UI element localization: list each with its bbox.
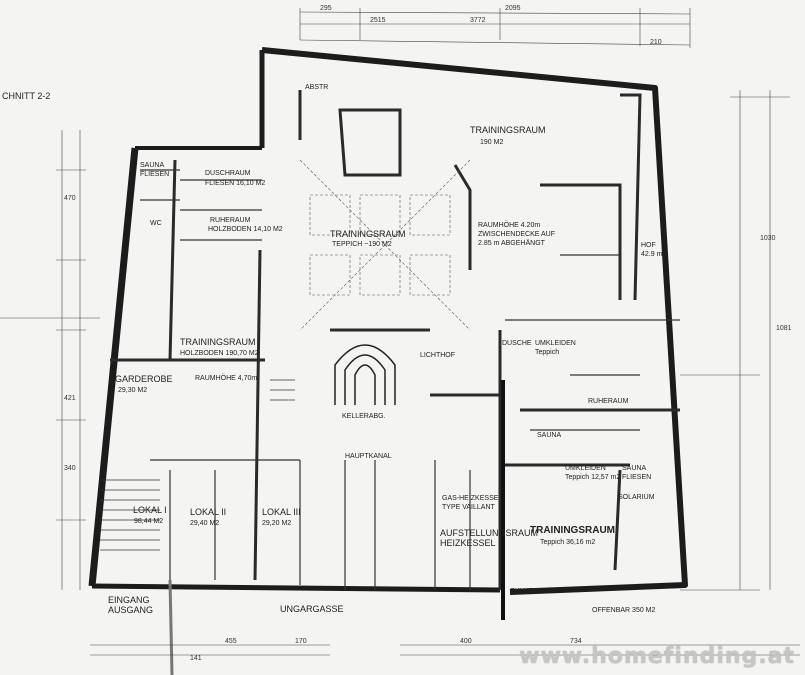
- room-trainingsraum-center: TRAININGSRAUM: [330, 229, 406, 239]
- left-dimension-lines: [0, 130, 100, 590]
- room-lokal2: LOKAL II: [190, 507, 226, 517]
- room-lokal3: LOKAL III: [262, 507, 301, 517]
- room-trainingsraum-left: TRAININGSRAUM: [180, 337, 256, 347]
- room-garderobe-area: 29,30 M2: [118, 387, 147, 394]
- thin-partitions: [140, 169, 680, 590]
- top-dim-1: 295: [320, 5, 332, 12]
- room-umkleiden-sub: Teppich: [535, 349, 559, 356]
- room-lokal1: LOKAL I: [133, 505, 167, 515]
- room-duschraum: DUSCHRAUM: [205, 170, 251, 177]
- room-zwischendecke: ZWISCHENDECKE AUF: [478, 231, 555, 238]
- bottom-dim-2: 170: [295, 638, 307, 645]
- dachflaeche-label: OFFENBAR 350 M2: [592, 607, 656, 614]
- room-solarium: SOLARIUM: [618, 494, 655, 501]
- room-duschraum-sub: FLIESEN 16,10 M2: [205, 180, 265, 187]
- room-dusche: DUSCHE: [502, 340, 532, 347]
- room-raumhoehe-left: RAUMHÖHE 4,70m: [195, 374, 257, 382]
- room-sauna-mid: SAUNA: [537, 432, 561, 439]
- room-umkleiden2-sub: Teppich 12,57 m2: [565, 474, 620, 481]
- room-lokal1-area: 98,44 M2: [134, 518, 163, 525]
- room-trainingsraum-top-area: 190 M2: [480, 139, 503, 146]
- top-dim-4: 2095: [505, 5, 521, 12]
- room-ruheraum-right: RUHERAUM: [588, 398, 629, 405]
- section-label: CHNITT 2-2: [2, 91, 50, 101]
- room-hof: HOF: [641, 242, 656, 249]
- room-raumhoehe: RAUMHÖHE 4.20m: [478, 221, 540, 229]
- room-trainingsraum-center-sub: TEPPICH ~190 M2: [332, 241, 392, 248]
- room-wc: WC: [150, 220, 162, 227]
- room-fliesen-right: FLIESEN: [622, 474, 651, 481]
- room-umkleiden: UMKLEIDEN: [535, 340, 576, 347]
- zuluftkanal-label: ZULUFTKANAL: [510, 588, 560, 595]
- room-trainingsraum-br-sub: Teppich 36,16 m2: [540, 539, 595, 546]
- ceiling-grid: [299, 159, 471, 331]
- top-dim-5: 210: [650, 39, 662, 46]
- street-label: UNGARGASSE: [280, 604, 344, 614]
- room-sauna-top: SAUNA: [140, 162, 164, 169]
- room-trainingsraum-top: TRAININGSRAUM: [470, 125, 546, 135]
- watermark: www.homefinding.at: [519, 644, 795, 669]
- room-trainingsraum-br: TRAININGSRAUM: [530, 525, 615, 536]
- room-aufstellung: AUFSTELLUNGSRAUM: [440, 528, 538, 538]
- room-hauptkanal: HAUPTKANAL: [345, 453, 392, 460]
- room-abstr: ABSTR: [305, 84, 328, 91]
- room-lichthof: LICHTHOF: [420, 352, 455, 359]
- room-heizkessel: HEIZKESSEL: [440, 538, 496, 548]
- exit-label: AUSGANG: [108, 605, 153, 615]
- outer-walls: [88, 47, 688, 595]
- bottom-dim-5: 734: [570, 638, 582, 645]
- bottom-dim-3: 141: [190, 655, 202, 662]
- bottom-dim-4: 400: [460, 638, 472, 645]
- side-dim-1: 470: [64, 195, 76, 202]
- top-dim-2: 2515: [370, 17, 386, 24]
- room-zwischendecke-sub: 2.85 m ABGEHÄNGT: [478, 239, 546, 247]
- room-umkleiden2: UMKLEIDEN: [565, 465, 606, 472]
- room-ruheraum-sub: HOLZBODEN 14,10 M2: [208, 226, 283, 233]
- room-type: TYPE VAILLANT: [442, 504, 496, 511]
- room-hof-area: 42.9 m2: [641, 251, 666, 258]
- stair-arch: [334, 344, 396, 405]
- room-fliesen: FLIESEN: [140, 171, 169, 178]
- room-gas-heizkessel: GAS-HEIZKESSEL: [442, 495, 502, 502]
- room-sauna-right: SAUNA: [622, 465, 646, 472]
- room-garderobe: GARDEROBE: [115, 374, 173, 384]
- room-ruheraum: RUHERAUM: [210, 217, 251, 224]
- top-dim-3: 3772: [470, 17, 486, 24]
- top-dimension-lines: [299, 8, 691, 48]
- cut-line: [168, 579, 174, 675]
- side-dim-5: 1081: [776, 325, 792, 332]
- room-lokal2-area: 29,40 M2: [190, 520, 219, 527]
- side-dim-2: 421: [64, 395, 76, 402]
- right-dimension-lines: [680, 90, 790, 591]
- entrance-stairs: [100, 379, 295, 551]
- interior-walls: [110, 90, 680, 590]
- bottom-dimension-lines: [90, 644, 800, 656]
- room-lokal3-area: 29,20 M2: [262, 520, 291, 527]
- side-dim-3: 340: [64, 465, 76, 472]
- room-trainingsraum-left-sub: HOLZBODEN 190,70 M2: [180, 350, 259, 357]
- bottom-dim-1: 455: [225, 638, 237, 645]
- entrance-label: EINGANG: [108, 595, 150, 605]
- room-kellerabgang: KELLERABG.: [342, 413, 386, 420]
- side-dim-4: 1030: [760, 235, 776, 242]
